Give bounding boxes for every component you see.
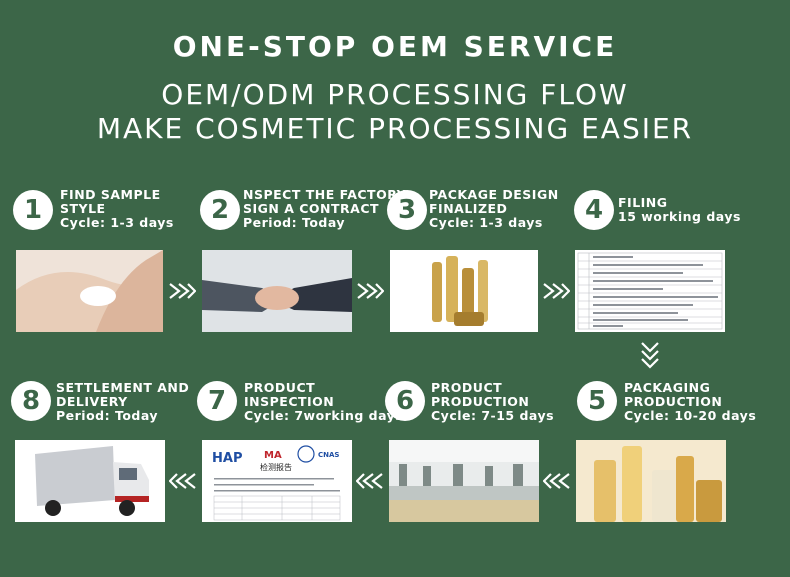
double-chevron-left-icon <box>169 473 196 489</box>
step-heading-2: FINALIZED <box>429 201 508 216</box>
production-line-photo <box>389 440 539 522</box>
ma-logo: MA <box>264 450 282 461</box>
step-number-badge: 5 <box>577 381 617 421</box>
step-heading: FIND SAMPLE <box>60 187 161 202</box>
step-duration: Cycle: 1-3 days <box>60 215 174 230</box>
step-duration: Cycle: 7working days <box>244 408 404 423</box>
hap-logo: HAP <box>212 451 242 466</box>
double-chevron-left-icon <box>543 473 570 489</box>
step-text: SETTLEMENT AND DELIVERY Period: Today <box>56 381 189 423</box>
step-duration: 15 working days <box>618 209 741 224</box>
subtitle-line-2: MAKE COSMETIC PROCESSING EASIER <box>96 112 694 145</box>
step-heading: FILING <box>618 195 668 210</box>
step-number-badge: 7 <box>197 381 237 421</box>
double-chevron-left-icon <box>356 473 383 489</box>
subtitle-line-1: OEM/ODM PROCESSING FLOW <box>161 78 629 111</box>
step-duration: Cycle: 7-15 days <box>431 408 555 423</box>
step-number-badge: 4 <box>574 190 614 230</box>
double-chevron-down-icon <box>641 342 659 369</box>
step-heading: PACKAGE DESIGN <box>429 187 559 202</box>
step-heading-2: SIGN A CONTRACT <box>243 201 380 216</box>
double-chevron-right-icon <box>543 283 570 299</box>
skin-cream-photo <box>16 250 163 332</box>
step-text: PACKAGE DESIGN FINALIZED Cycle: 1-3 days <box>429 188 559 230</box>
page-title: ONE-STOP OEM SERVICE <box>172 30 618 63</box>
double-chevron-right-icon <box>357 283 384 299</box>
step-heading: PACKAGING <box>624 380 711 395</box>
step-heading-2: PRODUCTION <box>431 394 530 409</box>
filing-document-photo <box>575 250 725 332</box>
gold-cosmetics-photo <box>390 250 538 332</box>
step-number-badge: 6 <box>385 381 425 421</box>
inspection-report-photo: HAP MA 检测报告 CNAS <box>202 440 352 522</box>
step-text: FILING 15 working days <box>618 196 741 224</box>
step-text: PRODUCT INSPECTION Cycle: 7working days <box>244 381 403 423</box>
step-heading-2: PRODUCTION <box>624 394 723 409</box>
step-heading: SETTLEMENT AND <box>56 380 190 395</box>
step-heading-2: STYLE <box>60 201 106 216</box>
step-duration: Period: Today <box>56 408 159 423</box>
step-heading-2: DELIVERY <box>56 394 128 409</box>
step-heading: PRODUCT <box>431 380 503 395</box>
cnas-logo: CNAS <box>318 451 339 459</box>
delivery-truck-photo <box>15 440 165 522</box>
step-heading-2: INSPECTION <box>244 394 335 409</box>
double-chevron-right-icon <box>169 283 196 299</box>
step-heading: PRODUCT <box>244 380 316 395</box>
step-text: PACKAGING PRODUCTION Cycle: 10-20 days <box>624 381 756 423</box>
step-duration: Cycle: 1-3 days <box>429 215 543 230</box>
packaging-photo <box>576 440 726 522</box>
step-number-badge: 3 <box>387 190 427 230</box>
step-number-badge: 2 <box>200 190 240 230</box>
step-number-badge: 8 <box>11 381 51 421</box>
step-duration: Cycle: 10-20 days <box>624 408 757 423</box>
step-duration: Period: Today <box>243 215 346 230</box>
subtitle: OEM/ODM PROCESSING FLOW MAKE COSMETIC PR… <box>0 78 790 146</box>
step-text: FIND SAMPLE STYLE Cycle: 1-3 days <box>60 188 174 230</box>
step-heading: NSPECT THE FACTORY <box>243 187 407 202</box>
step-number-badge: 1 <box>13 190 53 230</box>
step-text: PRODUCT PRODUCTION Cycle: 7-15 days <box>431 381 554 423</box>
step-text: NSPECT THE FACTORY SIGN A CONTRACT Perio… <box>243 188 406 230</box>
report-title: 检测报告 <box>260 462 292 472</box>
handshake-photo <box>202 250 352 332</box>
